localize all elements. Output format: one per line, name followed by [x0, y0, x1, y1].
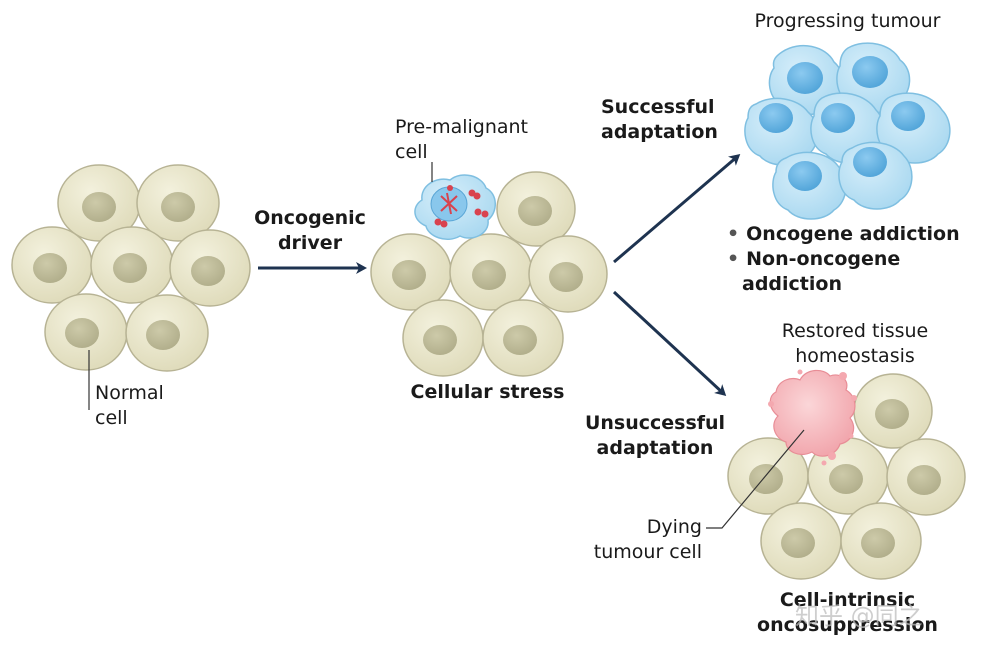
stressed-cell-cluster: [370, 171, 608, 377]
normal-cell: [840, 502, 922, 580]
normal-cell: [90, 226, 174, 304]
pre-malignant-cell-label: Pre-malignant cell: [395, 116, 529, 163]
normal-cell: [57, 164, 141, 242]
normal-cell: [853, 373, 933, 449]
normal-cell: [760, 502, 842, 580]
tumour-cell-cluster: [744, 42, 951, 220]
normal-cell: [402, 299, 484, 377]
cell-intrinsic-oncosuppression-label: Cell-intrinsic oncosuppression: [757, 589, 938, 636]
normal-cell: [169, 229, 251, 307]
oncogene-addiction-item: Oncogene addiction: [727, 222, 959, 247]
unsuccessful-adaptation-label: Unsuccessful adaptation: [584, 412, 726, 459]
normal-cell-label: Normal cell: [95, 382, 164, 429]
non-oncogene-addiction-item-cont: addiction: [742, 273, 842, 295]
normal-cell: [496, 171, 576, 247]
normal-cell: [370, 233, 452, 311]
tumour-cell: [876, 92, 951, 164]
normal-cell: [449, 233, 533, 311]
normal-cell: [482, 299, 564, 377]
cellular-stress-label: Cellular stress: [410, 381, 565, 403]
tumour-cell: [838, 141, 913, 210]
successful-adaptation-arrow: [613, 154, 741, 264]
successful-adaptation-label: Successful adaptation: [601, 96, 718, 143]
dying-tumour-cell: [768, 369, 857, 466]
restored-tissue-cluster: [727, 369, 966, 580]
tumour-cell: [744, 97, 819, 166]
normal-cell: [528, 235, 608, 313]
dying-cell-leader-line: [706, 429, 805, 529]
normal-cell: [11, 226, 93, 304]
normal-cell: [886, 438, 966, 516]
watermark: 知乎 @同之: [795, 602, 923, 630]
pre-malignant-cell: [414, 174, 496, 240]
tumour-cell: [772, 151, 847, 220]
normal-cell: [807, 437, 889, 515]
normal-cell: [44, 293, 128, 371]
restored-tissue-homeostasis-label: Restored tissue homeostasis: [781, 320, 929, 367]
normal-cell: [136, 164, 220, 242]
non-oncogene-addiction-item: Non-oncogene: [727, 247, 960, 272]
oncogenic-driver-label: Oncogenic driver: [254, 207, 366, 254]
unsuccessful-adaptation-arrow: [612, 290, 727, 397]
normal-cell: [125, 294, 209, 372]
addiction-list: Oncogene addiction Non-oncogene addictio…: [727, 222, 960, 297]
dying-tumour-cell-label: Dying tumour cell: [593, 516, 702, 563]
normal-cell-cluster: [11, 164, 251, 372]
progressing-tumour-label: Progressing tumour: [754, 10, 941, 32]
